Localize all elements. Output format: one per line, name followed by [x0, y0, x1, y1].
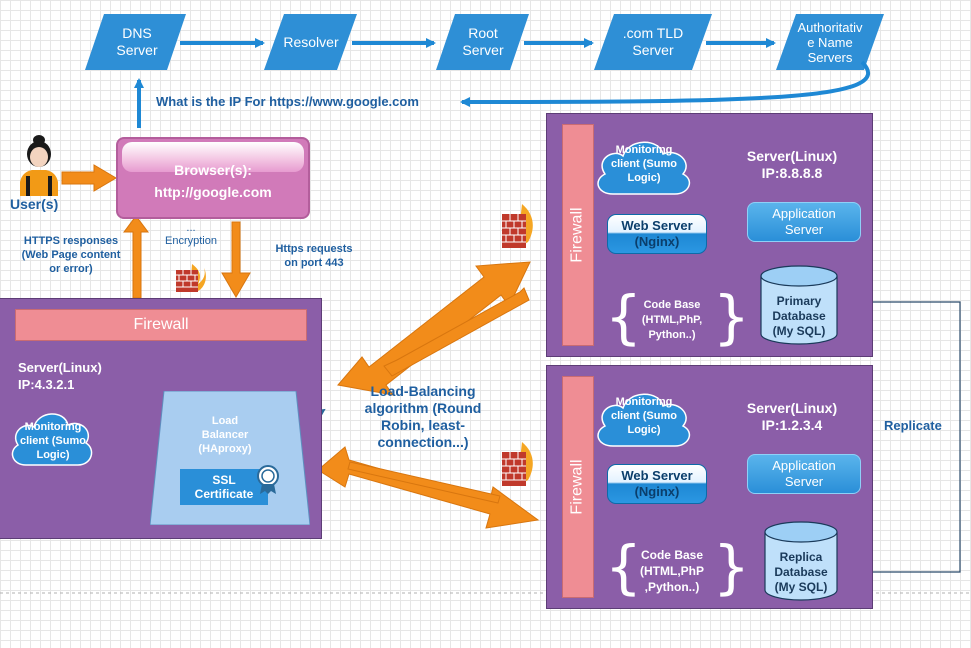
server2-database: Replica Database (My SQL) — [774, 549, 828, 594]
server2-firewall: Firewall — [562, 376, 594, 598]
load-balancer-label: Load Balancer (HAproxy) — [198, 415, 252, 455]
server2-name: Server(Linux) IP:1.2.3.4 — [746, 400, 838, 433]
browser-url: http://google.com — [154, 184, 272, 200]
server2-monitoring-client: Monitoring client (Sumo Logic) — [610, 396, 677, 436]
https-responses-label: HTTPS responses (Web Page content or err… — [21, 235, 121, 275]
firewall-icon — [500, 440, 534, 488]
browser-title: Browser(s): — [174, 162, 252, 178]
firewall-icon — [500, 202, 534, 250]
cloud-icon — [591, 132, 695, 202]
database-icon — [759, 264, 839, 346]
authoritative-name-servers: Authoritativ e Name Servers — [797, 19, 863, 65]
cloud-icon — [6, 403, 96, 475]
server2-web-server[interactable]: Web Server (Nginx) — [607, 464, 707, 504]
server1-monitoring-client: Monitoring client (Sumo Logic) — [610, 144, 677, 184]
user-label: User(s) — [10, 196, 59, 212]
replicate-label: Replicate — [884, 418, 942, 433]
tld-server: .com TLD Server — [622, 25, 684, 58]
server1-app-server[interactable]: Application Server — [747, 202, 861, 242]
lb-server-container: Firewall Server(Linux) IP:4.3.2.1 Monito… — [0, 298, 322, 539]
server1-code-base-label: Code Base (HTML,PhP, Python..) — [641, 298, 703, 341]
server1-code-base: { } Code Base (HTML,PhP, Python..) — [605, 283, 750, 351]
cloud-icon — [591, 384, 695, 454]
lb-monitoring-client: Monitoring client (Sumo Logic) — [19, 421, 86, 461]
load-balancing-label: Load-Balancing algorithm (Round Robin, l… — [364, 383, 482, 450]
server1-firewall: Firewall — [562, 124, 594, 346]
server1-database: Primary Database (My SQL) — [772, 293, 826, 338]
server2-code-base-label: Code Base (HTML,PhP ,Python..) — [640, 548, 704, 594]
server1-web-server[interactable]: Web Server (Nginx) — [607, 214, 707, 254]
certificate-icon — [256, 465, 280, 495]
server2-container: Firewall Monitoring client (Sumo Logic) … — [546, 365, 873, 609]
lb-firewall: Firewall — [15, 309, 307, 341]
database-icon — [763, 520, 839, 602]
lb-server-name: Server(Linux) IP:4.3.2.1 — [18, 360, 102, 392]
server2-code-base: { } Code Base (HTML,PhP ,Python..) — [605, 533, 750, 601]
server2-app-server[interactable]: Application Server — [747, 454, 861, 494]
firewall-icon — [174, 262, 208, 294]
user-icon — [12, 134, 62, 196]
dns-question: What is the IP For https://www.google.co… — [156, 94, 419, 109]
https-requests-label: Https requests on port 443 — [275, 243, 353, 269]
server1-name: Server(Linux) IP:8.8.8.8 — [746, 148, 838, 181]
load-balancer[interactable]: Load Balancer (HAproxy) SSL Certificate — [150, 391, 310, 525]
ssl-certificate: SSL Certificate — [180, 469, 268, 505]
encryption-label: ... Encryption — [165, 222, 217, 247]
server1-container: Firewall Monitoring client (Sumo Logic) … — [546, 113, 873, 357]
dns-parallelograms — [85, 14, 884, 70]
resolver: Resolver — [283, 33, 339, 50]
dns-server: DNS Server — [116, 25, 158, 58]
root-server: Root Server — [462, 25, 504, 58]
browser-box[interactable]: Browser(s): http://google.com — [116, 137, 310, 219]
